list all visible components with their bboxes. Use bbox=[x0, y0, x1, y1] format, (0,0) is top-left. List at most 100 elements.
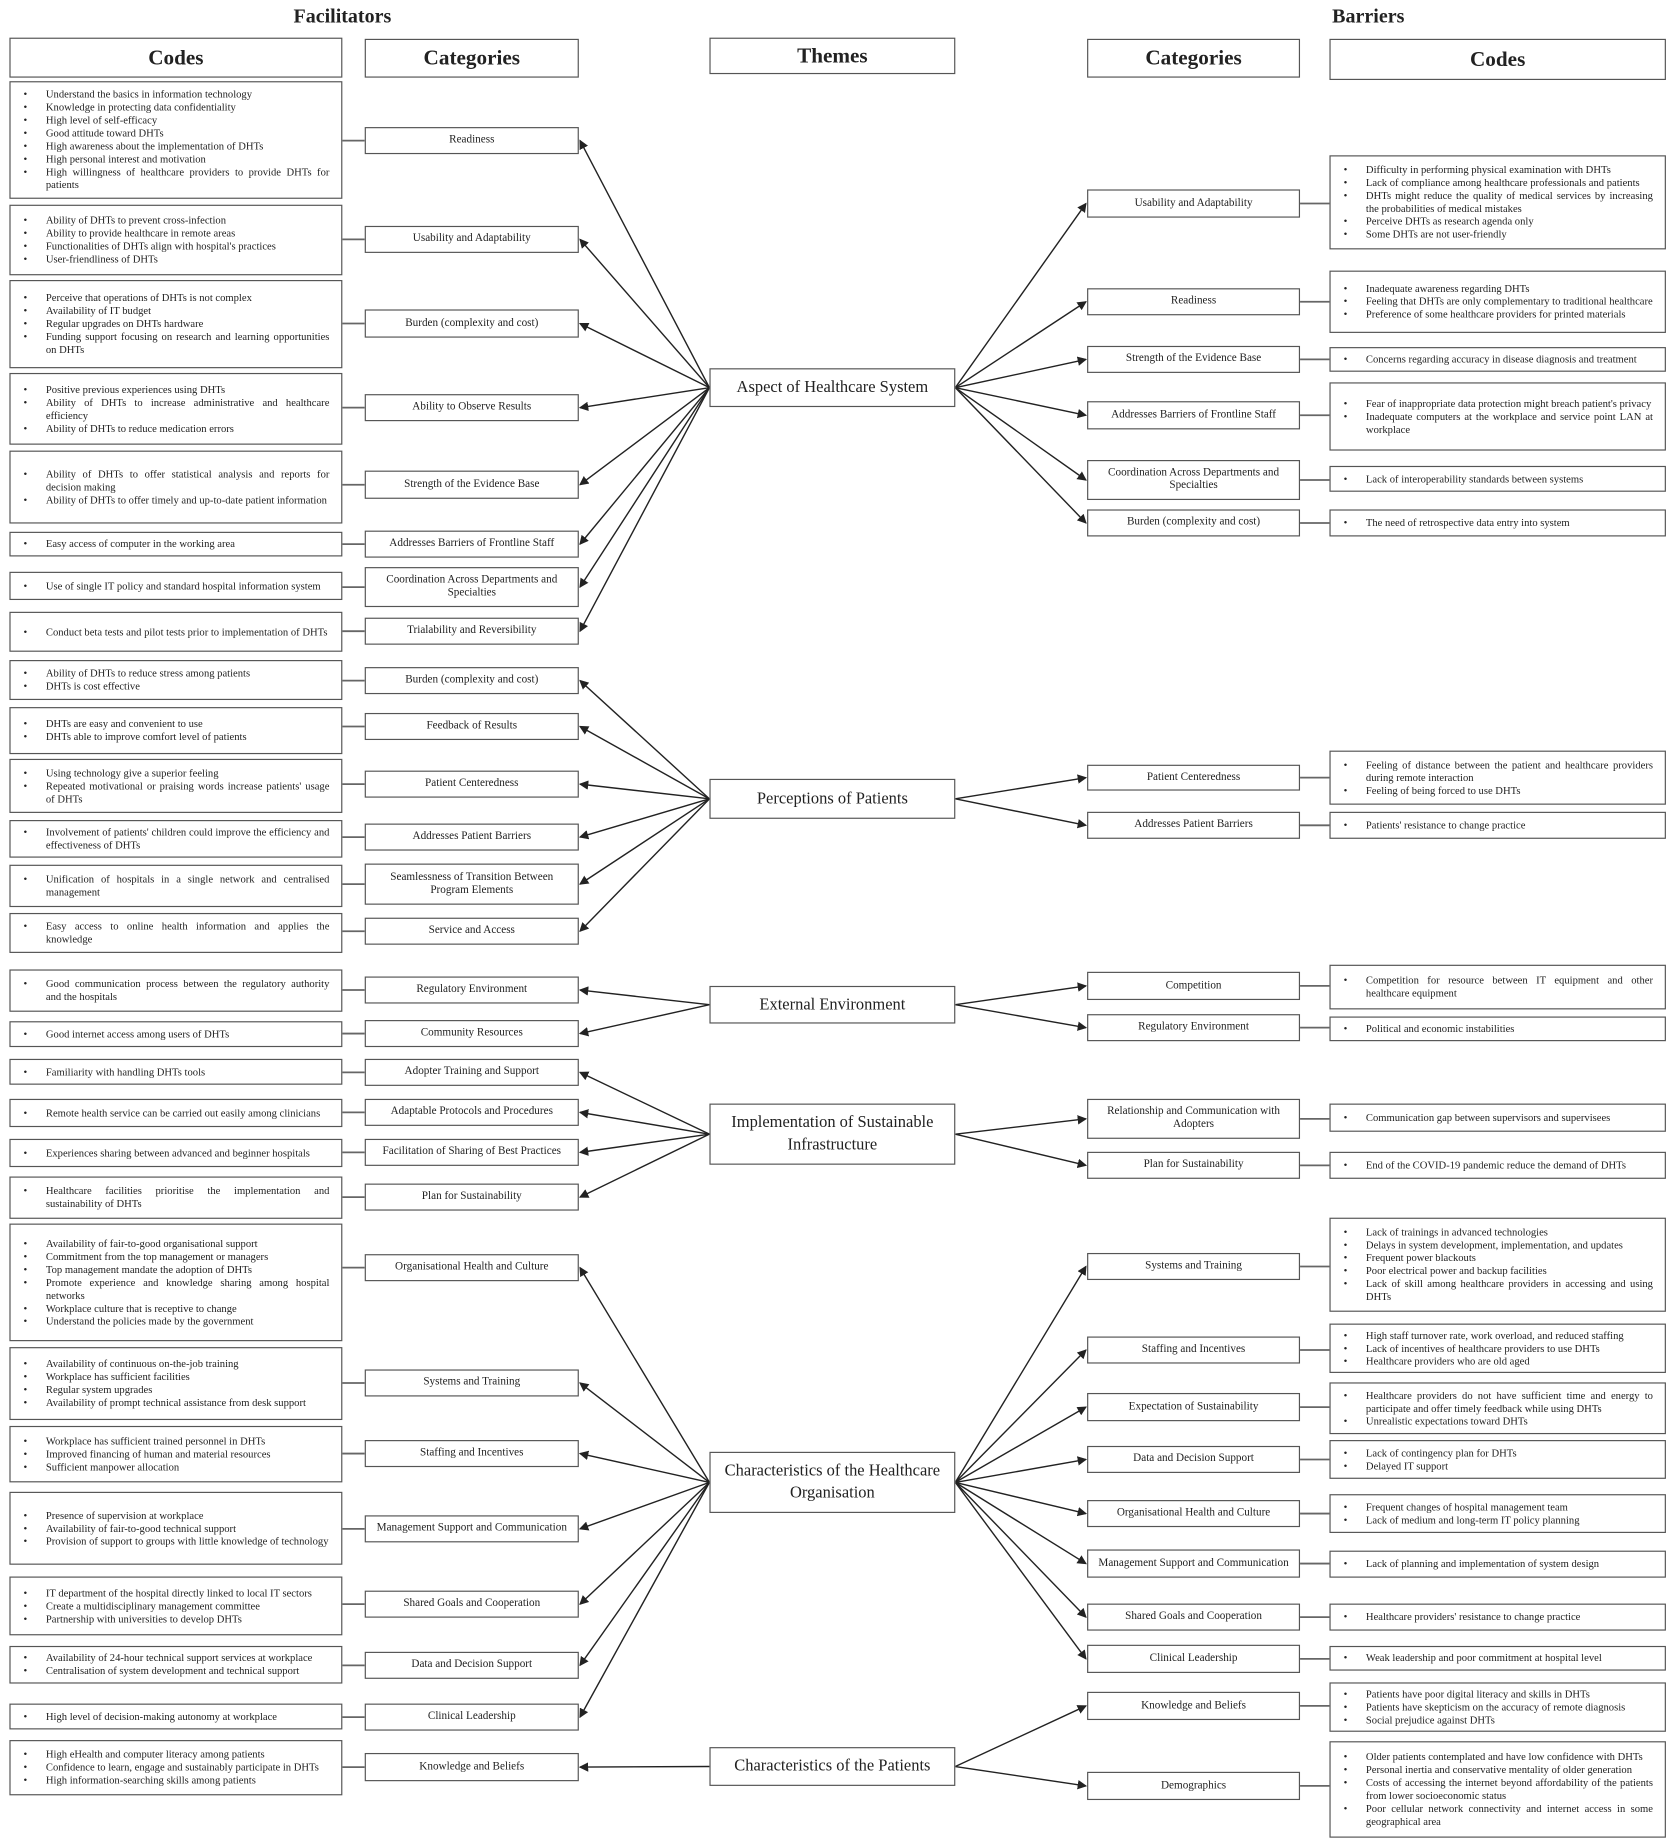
code-item: High level of self-efficacy bbox=[11, 114, 330, 127]
code-list: Use of single IT policy and standard hos… bbox=[11, 579, 330, 592]
code-item: Regular upgrades on DHTs hardware bbox=[11, 318, 330, 331]
code-item: Good internet access among users of DHTs bbox=[11, 1028, 330, 1041]
theme-to-facilitator-arrow bbox=[578, 1004, 710, 1037]
code-list: End of the COVID-19 pandemic reduce the … bbox=[1331, 1159, 1653, 1172]
theme-to-facilitator-arrow bbox=[578, 780, 710, 800]
left-categories-header: Categories bbox=[364, 38, 579, 78]
code-item: Difficulty in performing physical examin… bbox=[1331, 164, 1653, 177]
barrier-codes-box: End of the COVID-19 pandemic reduce the … bbox=[1329, 1151, 1666, 1179]
code-list: Experiences sharing between advanced and… bbox=[11, 1146, 330, 1159]
code-item: Ability of DHTs to reduce medication err… bbox=[11, 422, 330, 435]
theme-to-facilitator-arrow bbox=[578, 986, 710, 1006]
code-list: Understand the basics in information tec… bbox=[11, 88, 330, 192]
code-list: IT department of the hospital directly l… bbox=[11, 1587, 330, 1626]
code-list: Workplace has sufficient trained personn… bbox=[11, 1435, 330, 1474]
barrier-category-box: Patient Centeredness bbox=[1087, 764, 1301, 791]
code-item: Ability of DHTs to offer statistical ana… bbox=[11, 468, 330, 494]
theme-box: Perceptions of Patients bbox=[709, 778, 956, 819]
code-list: High level of decision-making autonomy a… bbox=[11, 1710, 330, 1723]
code-item: Use of single IT policy and standard hos… bbox=[11, 579, 330, 592]
facilitator-category-box: Burden (complexity and cost) bbox=[364, 309, 579, 338]
code-item: Frequent changes of hospital management … bbox=[1331, 1501, 1653, 1514]
theme-to-facilitator-arrow bbox=[578, 1762, 710, 1772]
code-list: Ability of DHTs to offer statistical ana… bbox=[11, 468, 330, 507]
code-item: End of the COVID-19 pandemic reduce the … bbox=[1331, 1159, 1653, 1172]
barrier-category-box: Relationship and Communication with Adop… bbox=[1087, 1098, 1301, 1139]
code-item: Ability of DHTs to increase administrati… bbox=[11, 396, 330, 422]
facilitator-category-box: Knowledge and Beliefs bbox=[364, 1752, 579, 1782]
code-item: Funding support focusing on research and… bbox=[11, 331, 330, 357]
code-item: Poor electrical power and backup facilit… bbox=[1331, 1265, 1653, 1278]
facilitator-category-box: Addresses Barriers of Frontline Staff bbox=[364, 530, 579, 558]
code-item: Lack of medium and long-term IT policy p… bbox=[1331, 1514, 1653, 1527]
code-item: Inadequate awareness regarding DHTs bbox=[1331, 282, 1653, 295]
facilitator-codes-box: Good internet access among users of DHTs bbox=[9, 1021, 343, 1048]
code-item: Workplace culture that is receptive to c… bbox=[11, 1302, 330, 1315]
code-item: Availability of IT budget bbox=[11, 305, 330, 318]
barrier-category-box: Plan for Sustainability bbox=[1087, 1151, 1301, 1179]
code-item: Competition for resource between IT equi… bbox=[1331, 974, 1653, 1000]
theme-to-facilitator-arrow bbox=[579, 238, 710, 389]
facilitator-codes-box: Availability of fair-to-good organisatio… bbox=[9, 1223, 343, 1342]
code-list: Remote health service can be carried out… bbox=[11, 1106, 330, 1119]
code-list: Concerns regarding accuracy in disease d… bbox=[1331, 353, 1653, 366]
code-list: Patients have poor digital literacy and … bbox=[1331, 1688, 1653, 1727]
code-item: Healthcare providers do not have suffici… bbox=[1331, 1389, 1653, 1415]
theme-to-facilitator-arrow bbox=[578, 1133, 710, 1156]
theme-to-facilitator-arrow bbox=[578, 1450, 710, 1484]
barrier-category-box: Usability and Adaptability bbox=[1087, 189, 1301, 218]
code-list: High eHealth and computer literacy among… bbox=[11, 1748, 330, 1787]
facilitator-codes-box: Ability of DHTs to prevent cross-infecti… bbox=[9, 204, 343, 276]
theme-to-barrier-arrow bbox=[954, 202, 1087, 389]
facilitator-category-box: Adopter Training and Support bbox=[364, 1058, 579, 1086]
code-item: Unification of hospitals in a single net… bbox=[11, 873, 330, 899]
theme-to-barrier-arrow bbox=[955, 798, 1088, 829]
code-item: Provision of support to groups with litt… bbox=[11, 1535, 330, 1548]
facilitator-codes-box: Understand the basics in information tec… bbox=[9, 81, 343, 199]
code-list: Frequent changes of hospital management … bbox=[1331, 1501, 1653, 1527]
code-list: Weak leadership and poor commitment at h… bbox=[1331, 1652, 1653, 1665]
theme-to-facilitator-arrow bbox=[579, 387, 711, 589]
barrier-category-box: Knowledge and Beliefs bbox=[1087, 1691, 1301, 1721]
barrier-codes-box: Lack of planning and implementation of s… bbox=[1329, 1550, 1666, 1578]
right-codes-header: Codes bbox=[1329, 38, 1666, 81]
code-list: Presence of supervision at workplaceAvai… bbox=[11, 1509, 330, 1548]
theme-to-barrier-arrow bbox=[954, 1481, 1087, 1618]
barrier-category-box: Expectation of Sustainability bbox=[1087, 1392, 1301, 1422]
code-item: Availability of prompt technical assista… bbox=[11, 1397, 330, 1410]
code-item: Confidence to learn, engage and sustaina… bbox=[11, 1761, 330, 1774]
code-item: Some DHTs are not user-friendly bbox=[1331, 228, 1653, 241]
barrier-category-box: Management Support and Communication bbox=[1087, 1549, 1301, 1578]
barrier-codes-box: Communication gap between supervisors an… bbox=[1329, 1103, 1666, 1132]
code-item: DHTs able to improve comfort level of pa… bbox=[11, 731, 330, 744]
code-item: Ability of DHTs to prevent cross-infecti… bbox=[11, 214, 330, 227]
code-item: Easy access of computer in the working a… bbox=[11, 538, 330, 551]
theme-to-barrier-arrow bbox=[954, 301, 1087, 389]
facilitator-category-box: Seamlessness of Transition Between Progr… bbox=[364, 863, 579, 905]
facilitator-codes-box: Perceive that operations of DHTs is not … bbox=[9, 280, 343, 369]
barrier-category-box: Addresses Barriers of Frontline Staff bbox=[1087, 401, 1301, 430]
code-item: Frequent power blackouts bbox=[1331, 1252, 1653, 1265]
facilitator-category-box: Patient Centeredness bbox=[364, 770, 579, 798]
code-item: High level of decision-making autonomy a… bbox=[11, 1710, 330, 1723]
theme-to-facilitator-arrow bbox=[578, 1481, 710, 1531]
code-list: Healthcare facilities prioritise the imp… bbox=[11, 1185, 330, 1211]
barrier-category-box: Strength of the Evidence Base bbox=[1087, 345, 1301, 373]
theme-to-facilitator-arrow bbox=[579, 1266, 711, 1483]
facilitator-codes-box: DHTs are easy and convenient to useDHTs … bbox=[9, 707, 343, 755]
code-item: Workplace has sufficient trained personn… bbox=[11, 1435, 330, 1448]
code-item: Good attitude toward DHTs bbox=[11, 127, 330, 140]
barrier-codes-box: Political and economic instabilities bbox=[1329, 1016, 1666, 1042]
facilitator-codes-box: Availability of continuous on-the-job tr… bbox=[9, 1347, 343, 1421]
code-list: Communication gap between supervisors an… bbox=[1331, 1111, 1653, 1124]
code-item: High eHealth and computer literacy among… bbox=[11, 1748, 330, 1761]
theme-to-barrier-arrow bbox=[954, 1406, 1087, 1484]
code-list: Fear of inappropriate data protection mi… bbox=[1331, 397, 1653, 436]
themes-header: Themes bbox=[709, 37, 956, 75]
code-list: Availability of fair-to-good organisatio… bbox=[11, 1237, 330, 1328]
theme-label: Characteristics of the Healthcare Organi… bbox=[724, 1462, 941, 1503]
code-item: Lack of compliance among healthcare prof… bbox=[1331, 176, 1653, 189]
code-list: The need of retrospective data entry int… bbox=[1331, 516, 1653, 529]
code-item: Availability of fair-to-good organisatio… bbox=[11, 1237, 330, 1250]
facilitator-codes-box: Use of single IT policy and standard hos… bbox=[9, 571, 343, 601]
